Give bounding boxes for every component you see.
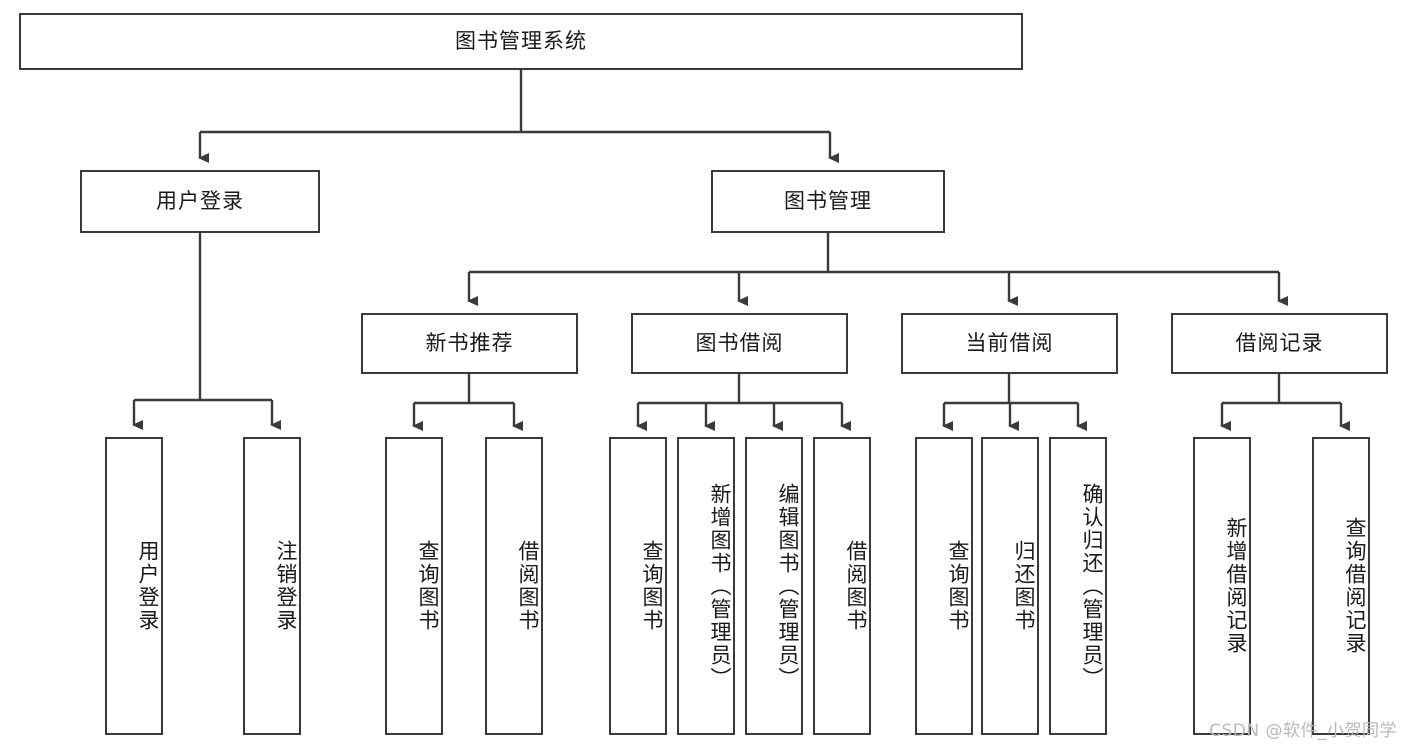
leaf-borrow-record-query[interactable]: 查询借阅记录 <box>1312 437 1370 735</box>
leaf-label: 归还图书 <box>1012 540 1036 632</box>
node-current-borrow-label: 当前借阅 <box>965 330 1054 355</box>
node-root[interactable]: 图书管理系统 <box>19 13 1023 70</box>
leaf-book-borrow-query[interactable]: 查询图书 <box>609 437 667 735</box>
leaf-user-login-logout[interactable]: 注销登录 <box>243 437 301 735</box>
leaf-current-borrow-confirm-return[interactable]: 确认归还（管理员） <box>1049 437 1107 735</box>
node-new-book-recommend[interactable]: 新书推荐 <box>361 313 578 374</box>
leaf-label: 查询图书 <box>416 540 440 632</box>
node-user-login-label: 用户登录 <box>156 188 244 213</box>
leaf-book-borrow-add[interactable]: 新增图书（管理员） <box>677 437 735 735</box>
node-new-book-recommend-label: 新书推荐 <box>425 330 514 355</box>
leaf-label: 查询借阅记录 <box>1343 517 1367 655</box>
leaf-book-borrow-edit[interactable]: 编辑图书（管理员） <box>745 437 803 735</box>
node-root-label: 图书管理系统 <box>455 28 587 53</box>
node-borrow-record[interactable]: 借阅记录 <box>1171 313 1388 374</box>
node-current-borrow[interactable]: 当前借阅 <box>901 313 1118 374</box>
leaf-label: 查询图书 <box>640 540 664 632</box>
leaf-label: 用户登录 <box>136 540 160 632</box>
node-book-borrow[interactable]: 图书借阅 <box>631 313 848 374</box>
leaf-new-book-borrow[interactable]: 借阅图书 <box>485 437 543 735</box>
leaf-label: 编辑图书（管理员） <box>776 482 800 690</box>
watermark: CSDN @软件_小贺同学 <box>1209 721 1397 741</box>
leaf-label: 确认归还（管理员） <box>1080 482 1104 690</box>
leaf-label: 注销登录 <box>274 540 298 632</box>
leaf-label: 借阅图书 <box>844 540 868 632</box>
leaf-label: 新增图书（管理员） <box>708 482 732 690</box>
node-user-login[interactable]: 用户登录 <box>80 170 320 233</box>
leaf-current-borrow-return[interactable]: 归还图书 <box>981 437 1039 735</box>
leaf-borrow-record-add[interactable]: 新增借阅记录 <box>1193 437 1251 735</box>
leaf-label: 借阅图书 <box>516 540 540 632</box>
node-book-management[interactable]: 图书管理 <box>711 170 945 233</box>
leaf-user-login-login[interactable]: 用户登录 <box>105 437 163 735</box>
node-borrow-record-label: 借阅记录 <box>1235 330 1324 355</box>
leaf-book-borrow-borrow[interactable]: 借阅图书 <box>813 437 871 735</box>
node-book-management-label: 图书管理 <box>784 188 872 213</box>
leaf-label: 查询图书 <box>946 540 970 632</box>
leaf-current-borrow-query[interactable]: 查询图书 <box>915 437 973 735</box>
leaf-label: 新增借阅记录 <box>1224 517 1248 655</box>
leaf-new-book-query[interactable]: 查询图书 <box>385 437 443 735</box>
node-book-borrow-label: 图书借阅 <box>695 330 784 355</box>
